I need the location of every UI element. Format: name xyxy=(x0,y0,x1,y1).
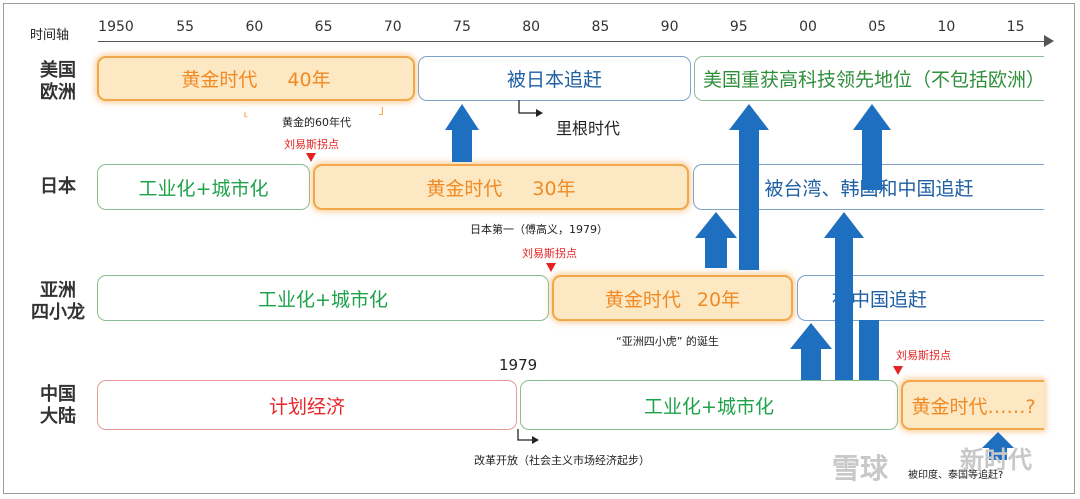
axis-tick-label: 15 xyxy=(1006,19,1025,35)
axis-tick-label: 75 xyxy=(453,19,471,35)
axis-tick-label: 60 xyxy=(245,19,264,35)
china-golden-age-bar: 黄金时代……? xyxy=(901,380,1044,430)
japan-number-one-note: 日本第一（傅高义，1979） xyxy=(470,223,608,236)
japan-industrialization-bar: 工业化+城市化 xyxy=(97,164,310,210)
tigers-industrialization-bar: 工业化+城市化 xyxy=(97,275,549,321)
bracket-left: ˪ xyxy=(244,106,248,120)
axis-tick-label: 80 xyxy=(522,19,541,35)
diagram-frame xyxy=(3,3,1075,494)
japan-lewis-marker-icon xyxy=(306,153,316,162)
up-arrow-icon xyxy=(853,104,891,190)
row-label-china: 中国大陆 xyxy=(40,384,76,427)
china-industrialization-bar: 工业化+城市化 xyxy=(520,380,898,430)
note-golden-60s: 黄金的60年代 xyxy=(282,116,351,129)
year-1979-label: 1979 xyxy=(499,356,538,374)
axis-tick-label: 10 xyxy=(937,19,956,35)
axis-tick-label: 65 xyxy=(314,19,333,35)
up-arrow-icon xyxy=(824,212,864,380)
bracket-right: ˩ xyxy=(378,104,384,118)
axis-tick-label: 95 xyxy=(729,19,748,35)
reagan-elbow-arrow-icon xyxy=(518,100,543,117)
us-hightech-bar: 美国重获高科技领先地位（不包括欧洲） xyxy=(694,56,1045,101)
axis-arrow-icon xyxy=(1044,35,1054,47)
china-lewis-point-label: 刘易斯拐点 xyxy=(896,349,951,362)
row-label-us-europe: 美国欧洲 xyxy=(40,60,76,103)
four-tigers-birth-note: “亚洲四小虎” 的诞生 xyxy=(616,335,719,348)
up-arrow-icon xyxy=(695,212,737,268)
china-chased-note: 被印度、泰国等追赶? xyxy=(908,470,1004,481)
us-chased-by-japan-bar: 被日本追赶 xyxy=(418,56,691,101)
up-arrow-icon xyxy=(790,323,832,380)
up-arrow-icon xyxy=(445,104,479,162)
axis-tick-label: 1950 xyxy=(98,19,134,35)
axis-tick-label: 55 xyxy=(176,19,195,35)
axis-tick-label: 00 xyxy=(799,19,817,35)
tigers-lewis-marker-icon xyxy=(546,263,556,272)
watermark-mark: 新时代 xyxy=(960,446,1032,474)
china-lewis-marker-icon xyxy=(893,366,903,375)
up-arrow-icon xyxy=(859,320,879,380)
reform-opening-note: 改革开放（社会主义市场经济起步） xyxy=(474,454,650,467)
up-arrow-icon xyxy=(729,104,769,270)
watermark-site: 雪球 xyxy=(832,452,889,485)
tigers-lewis-point-label: 刘易斯拐点 xyxy=(522,247,577,260)
row-label-japan: 日本 xyxy=(40,176,76,197)
china-planned-economy-bar: 计划经济 xyxy=(97,380,517,430)
reform-elbow-arrow-icon xyxy=(517,429,539,444)
axis-tick-label: 85 xyxy=(591,19,610,35)
time-axis-line xyxy=(98,41,1046,42)
axis-tick-label: 70 xyxy=(383,19,402,35)
japan-lewis-point-label: 刘易斯拐点 xyxy=(284,138,339,151)
axis-tick-label: 05 xyxy=(868,19,887,35)
up-arrow-icon xyxy=(982,432,1014,460)
axis-tick-label: 90 xyxy=(660,19,679,35)
row-label-asian-tigers: 亚洲四小龙 xyxy=(31,280,85,323)
axis-title: 时间轴 xyxy=(30,28,70,43)
reagan-era-label: 里根时代 xyxy=(556,119,621,138)
